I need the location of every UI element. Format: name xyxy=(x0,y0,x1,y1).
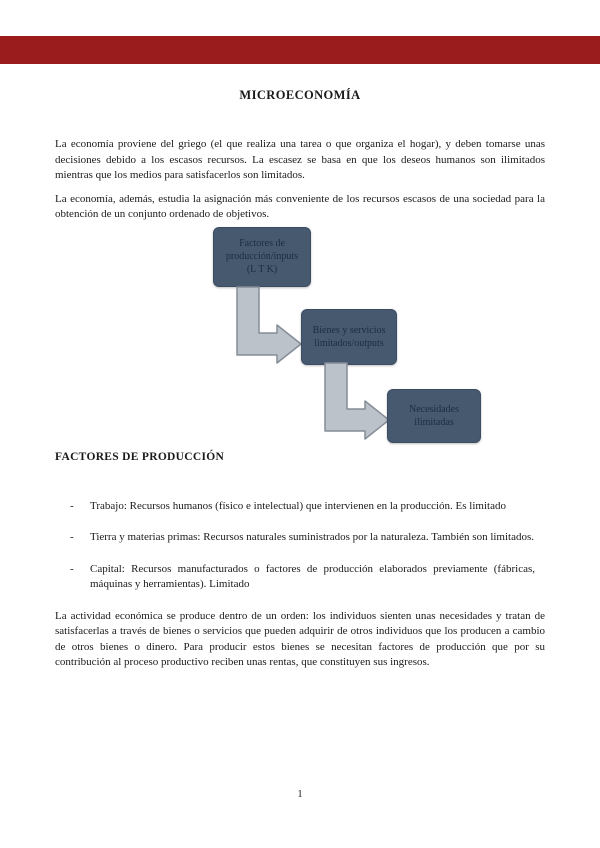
flow-arrow-2-icon xyxy=(324,361,390,440)
intro-paragraph-1: La economía proviene del griego (el que … xyxy=(55,138,545,181)
bullet-dash: - xyxy=(70,531,74,543)
flow-box-necesidades: Necesidades ilimitadas xyxy=(387,388,481,443)
section-heading-factores: FACTORES DE PRODUCCIÓN xyxy=(55,450,225,463)
list-item: - Trabajo: Recursos humanos (físico e in… xyxy=(55,499,545,515)
flow-box-bienes: Bienes y servicios limitados/outputs xyxy=(301,308,397,365)
intro-paragraph-2: La economía, además, estudia la asignaci… xyxy=(55,192,545,221)
flow-arrow-1-icon xyxy=(236,285,302,364)
list-item: - Capital: Recursos manufacturados o fac… xyxy=(55,562,545,593)
page-title: MICROECONOMÍA xyxy=(239,88,361,102)
flow-box-factores: Factores de producción/inputs (L T K) xyxy=(213,226,311,287)
list-item-text: Trabajo: Recursos humanos (físico e inte… xyxy=(90,499,506,512)
page-number: 1 xyxy=(297,789,303,800)
list-item: - Tierra y materias primas: Recursos nat… xyxy=(55,530,545,546)
list-item-text: Tierra y materias primas: Recursos natur… xyxy=(90,531,535,543)
list-item-text: Capital: Recursos manufacturados o facto… xyxy=(90,562,535,591)
header-accent-bar xyxy=(0,36,600,64)
bullet-dash: - xyxy=(70,562,74,575)
bullet-dash: - xyxy=(70,499,74,512)
page-content: MICROECONOMÍA La economía proviene del g… xyxy=(55,88,545,679)
factores-list: - Trabajo: Recursos humanos (físico e in… xyxy=(55,499,545,593)
flow-diagram: Factores de producción/inputs (L T K) Bi… xyxy=(55,225,545,443)
closing-paragraph: La actividad económica se produce dentro… xyxy=(55,609,545,669)
